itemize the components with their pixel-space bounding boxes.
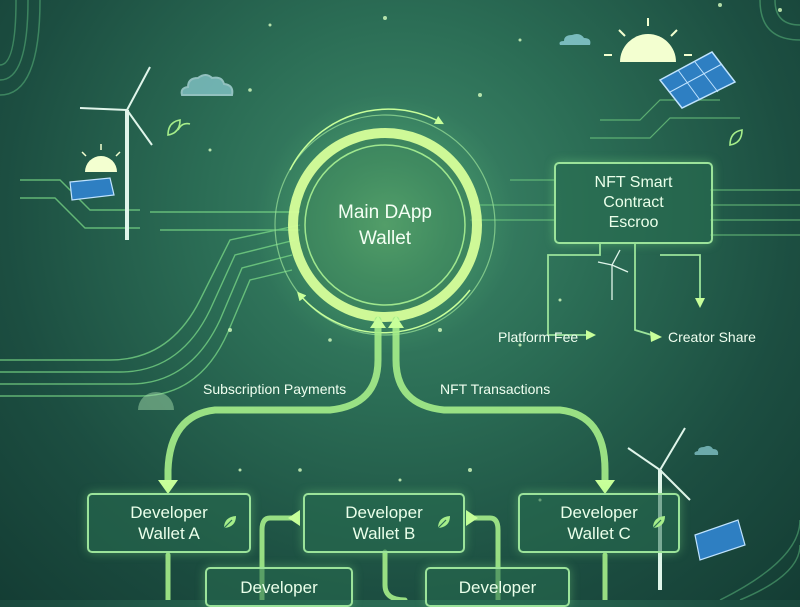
sun-icon bbox=[138, 392, 174, 410]
wallet-c-line2: Wallet C bbox=[567, 524, 631, 543]
main-dapp-wallet: Main DApp Wallet bbox=[305, 200, 465, 252]
developer-wallet-c: Developer Wallet C bbox=[518, 493, 680, 553]
escrow-line1: NFT Smart bbox=[594, 174, 673, 191]
wallet-a-line2: Wallet A bbox=[138, 524, 200, 543]
hub-outer-ring bbox=[274, 114, 496, 336]
developer-wallet-d: Developer bbox=[205, 567, 353, 607]
leaf-icon bbox=[223, 516, 236, 529]
solar-panel-icon bbox=[694, 519, 746, 561]
hub-inner-ring bbox=[304, 144, 466, 306]
nft-transactions-label: NFT Transactions bbox=[440, 381, 551, 397]
sun-icon bbox=[604, 18, 692, 62]
sun-icon bbox=[81, 144, 121, 172]
escrow-split-lines bbox=[547, 242, 701, 337]
hub-title-line2: Wallet bbox=[358, 228, 412, 249]
leaf-icon bbox=[167, 119, 191, 136]
hub-title-line1: Main DApp bbox=[338, 202, 432, 223]
developer-wallet-e: Developer bbox=[425, 567, 570, 607]
escrow-arrowheads bbox=[586, 298, 705, 342]
wallet-b-line1: Developer bbox=[345, 503, 423, 522]
cloud-icon bbox=[559, 34, 591, 45]
wallet-c-line1: Developer bbox=[560, 503, 638, 522]
developer-wallet-a: Developer Wallet A bbox=[87, 493, 251, 553]
leaf-icon bbox=[729, 129, 743, 146]
escrow-line3: Escroo bbox=[608, 214, 659, 231]
hub-ring bbox=[288, 128, 482, 322]
cloud-icon bbox=[694, 445, 719, 455]
wallet-b-line2: Wallet B bbox=[352, 524, 416, 543]
left-circuit-lines bbox=[0, 179, 301, 397]
creator-share-label: Creator Share bbox=[668, 329, 756, 345]
nft-smart-contract-escrow: NFT Smart Contract Escroo bbox=[554, 162, 713, 244]
platform-fee-label: Platform Fee bbox=[498, 329, 579, 345]
solar-panel-icon bbox=[69, 177, 115, 201]
leaf-icon bbox=[437, 516, 450, 529]
hub-rotation-arrow-top bbox=[289, 108, 444, 171]
wind-turbine-icon bbox=[597, 249, 629, 300]
solar-panel-icon bbox=[658, 51, 737, 109]
wallet-e-line1: Developer bbox=[458, 578, 537, 597]
leaf-icon bbox=[652, 516, 665, 529]
wallet-a-line1: Developer bbox=[130, 503, 208, 522]
developer-wallet-b: Developer Wallet B bbox=[303, 493, 465, 553]
interconnect-arrowheads bbox=[288, 510, 478, 526]
escrow-line2: Contract bbox=[603, 194, 664, 211]
payment-flows bbox=[164, 316, 609, 489]
cloud-icon bbox=[180, 74, 234, 96]
wind-turbine-icon bbox=[79, 66, 153, 240]
flow-arrowheads bbox=[158, 316, 615, 494]
wallet-d-line1: Developer bbox=[240, 578, 318, 597]
hub-rotation-arrow-bottom bbox=[297, 289, 471, 334]
subscription-payments-label: Subscription Payments bbox=[203, 381, 347, 397]
